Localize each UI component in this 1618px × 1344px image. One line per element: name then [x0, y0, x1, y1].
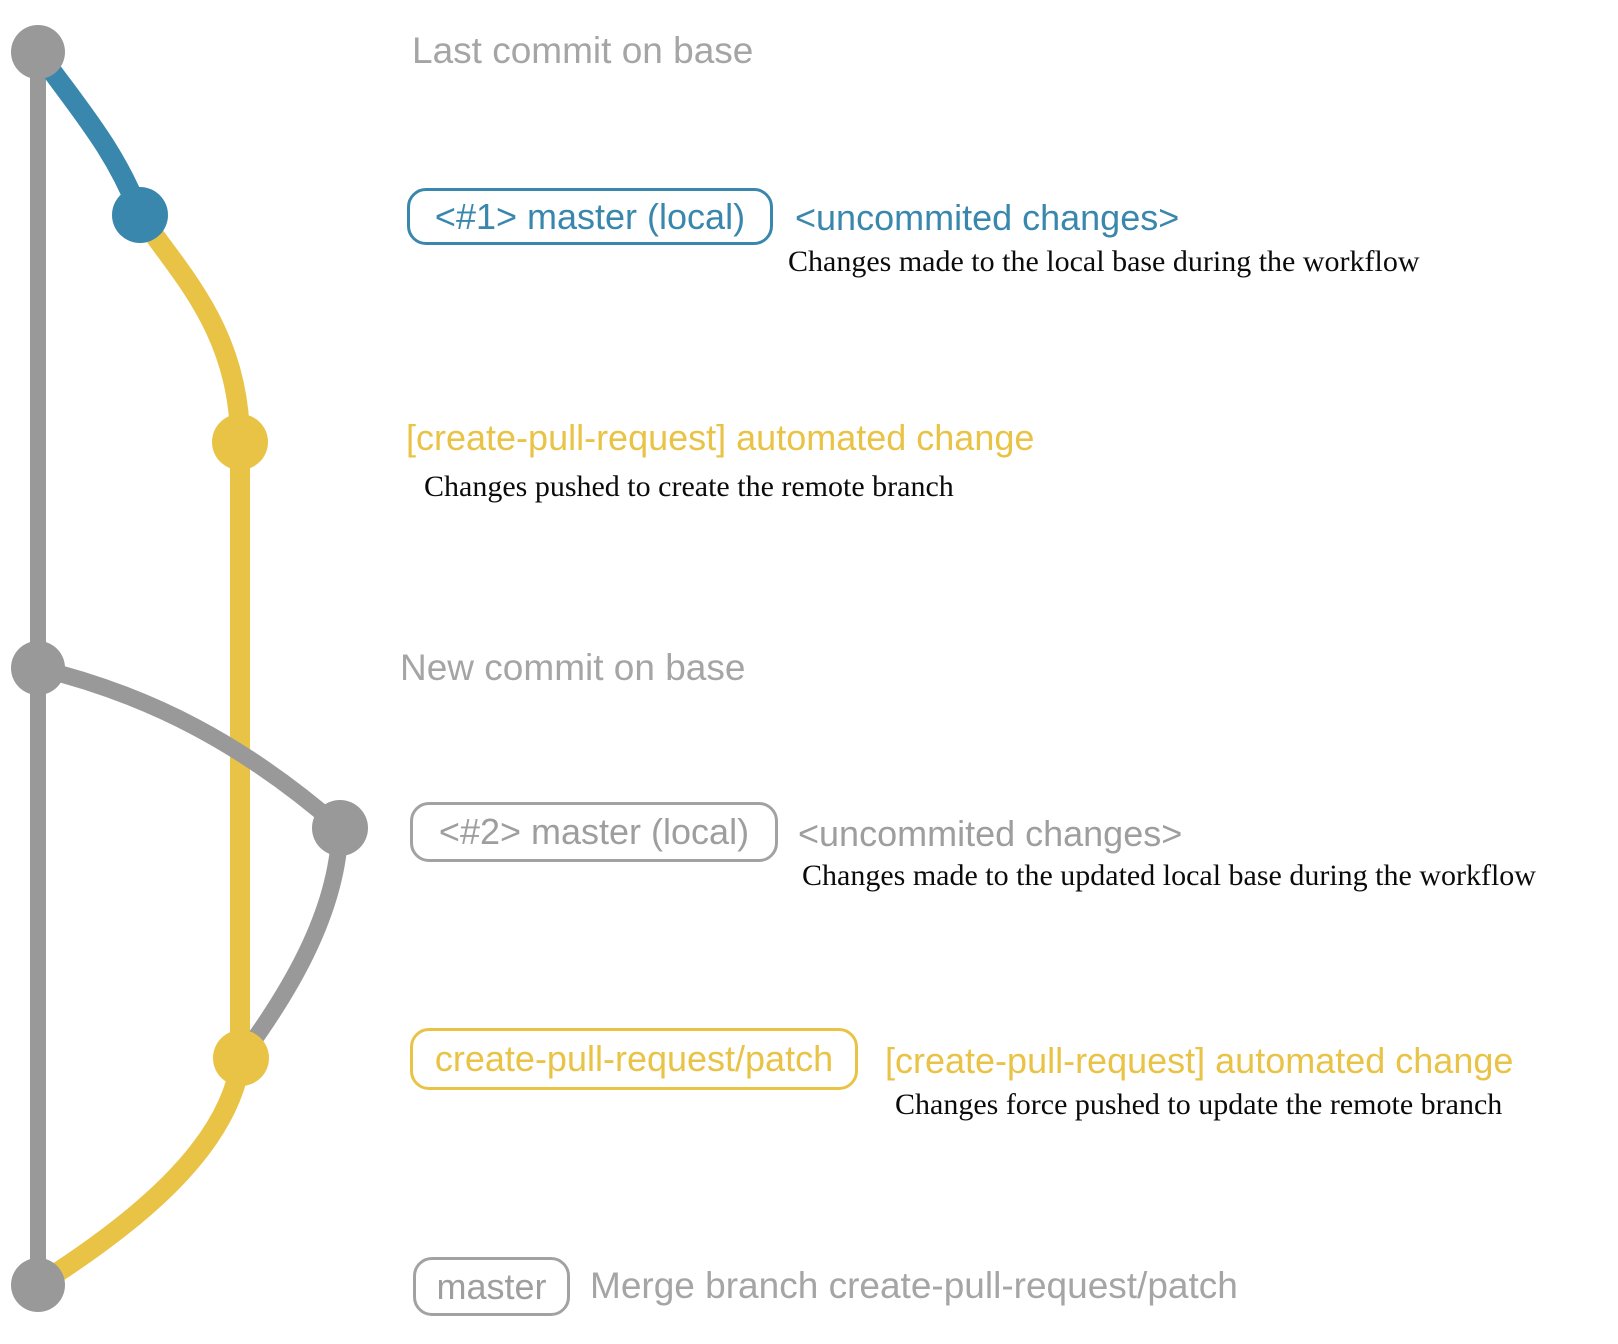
- edge-gray-branch-out: [29, 659, 349, 837]
- branch-ref-master-local-2-label: <#2> master (local): [438, 811, 750, 852]
- branch-ref-patch: create-pull-request/patch: [410, 1028, 858, 1090]
- label-new-commit-on-base: New commit on base: [400, 647, 746, 688]
- commit-automated-1: [212, 414, 268, 470]
- commit-merge: [11, 1258, 65, 1312]
- edge-gray-branch-merge: [232, 819, 349, 1067]
- note-pushed-create: Changes pushed to create the remote bran…: [424, 470, 954, 503]
- branch-ref-master-local-1-label: <#1> master (local): [434, 195, 746, 237]
- branch-ref-master-label: master: [436, 1265, 547, 1307]
- edge-yellow-branch-top: [130, 205, 250, 1068]
- commit-message-automated-2: [create-pull-request] automated change: [885, 1040, 1514, 1081]
- commit-last-base: [11, 25, 65, 79]
- branch-ref-patch-label: create-pull-request/patch: [434, 1038, 834, 1079]
- note-force-pushed: Changes force pushed to update the remot…: [895, 1088, 1503, 1121]
- branch-ref-master-local-1: <#1> master (local): [407, 188, 773, 245]
- commit-local-2: [312, 800, 368, 856]
- note-local-changes-2: Changes made to the updated local base d…: [802, 859, 1536, 892]
- commit-message-automated-1: [create-pull-request] automated change: [406, 417, 1035, 458]
- branch-ref-master-local-2: <#2> master (local): [410, 802, 778, 862]
- branch-ref-master: master: [413, 1257, 570, 1316]
- label-merge-message: Merge branch create-pull-request/patch: [590, 1265, 1238, 1306]
- edge-blue-branch: [28, 42, 150, 225]
- commit-message-uncommited-1: <uncommited changes>: [795, 197, 1180, 238]
- commit-local-1: [112, 187, 168, 243]
- edge-yellow-branch-bottom: [28, 1048, 251, 1295]
- commit-automated-2: [213, 1030, 269, 1086]
- note-local-changes-1: Changes made to the local base during th…: [788, 245, 1420, 278]
- commit-message-uncommited-2: <uncommited changes>: [798, 813, 1183, 854]
- label-last-commit-on-base: Last commit on base: [412, 30, 754, 71]
- commit-new-base: [11, 641, 65, 695]
